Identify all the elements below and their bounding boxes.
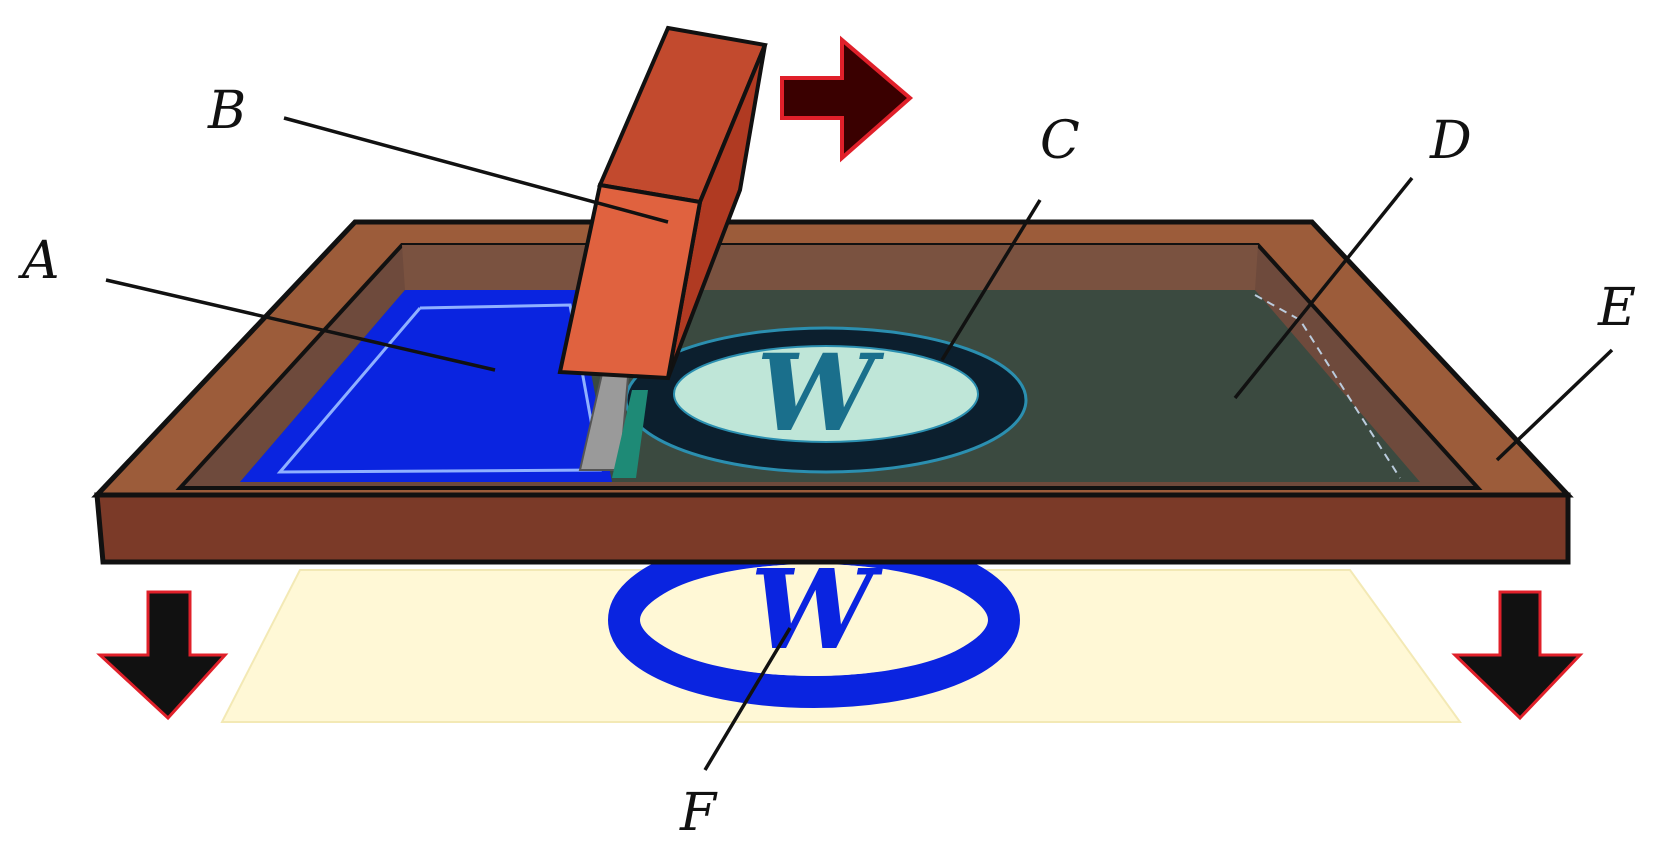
printed-ring-inner	[644, 564, 984, 676]
label-c: C	[1040, 111, 1080, 171]
substrate: W	[220, 532, 1462, 723]
label-d: D	[1429, 111, 1472, 171]
arrow-right-icon	[780, 35, 914, 163]
frame-front	[94, 492, 1571, 565]
label-a: A	[18, 231, 60, 291]
label-b: B	[207, 81, 246, 141]
leader-b	[283, 116, 669, 224]
leader-e	[1495, 348, 1614, 462]
leader-f	[703, 627, 792, 771]
stencil-letter: W	[756, 330, 884, 455]
leader-a	[105, 278, 496, 372]
stencil-opening	[673, 345, 979, 443]
leader-d	[1233, 176, 1414, 400]
mesh-dashed-edge	[1254, 294, 1401, 479]
leader-lines	[105, 116, 1614, 771]
squeegee-front	[557, 182, 703, 381]
arrow-down-icon	[1451, 590, 1584, 721]
leader-c	[940, 199, 1042, 361]
squeegee-blade-edge	[612, 390, 648, 478]
arrow-down-icon	[96, 590, 229, 721]
frame-back-wall	[402, 245, 1258, 290]
squeegee	[557, 25, 768, 478]
label-e: E	[1597, 278, 1636, 338]
callout-labels: A B C D E F	[18, 81, 1636, 843]
stencil: W	[624, 326, 1028, 474]
label-f: F	[679, 783, 718, 843]
printed-letter: W	[750, 545, 883, 674]
ink-pool	[240, 290, 612, 482]
